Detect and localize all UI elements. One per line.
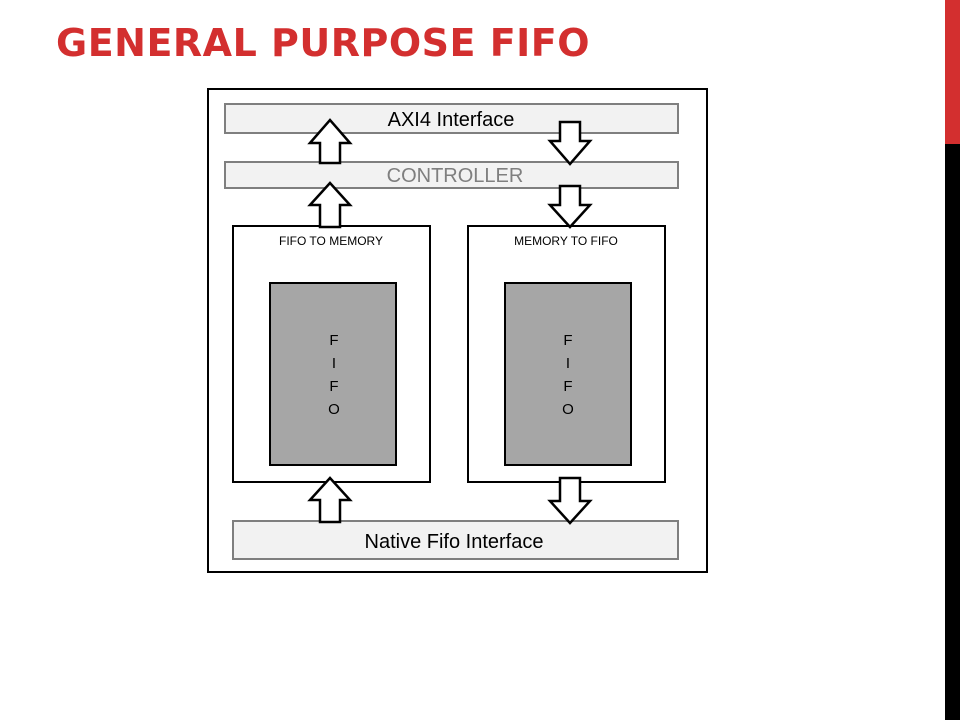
left-fifo-letter: O bbox=[328, 401, 340, 418]
right-fifo-buffer bbox=[504, 282, 632, 466]
fifo-to-memory-label: FIFO TO MEMORY bbox=[279, 234, 383, 248]
arrow-down-icon bbox=[547, 120, 593, 166]
right-fifo-letter: F bbox=[563, 378, 572, 395]
controller-bar bbox=[224, 161, 679, 189]
arrow-up-icon bbox=[307, 476, 353, 524]
controller-label: CONTROLLER bbox=[387, 165, 524, 187]
native-fifo-interface-label: Native Fifo Interface bbox=[365, 531, 544, 553]
right-fifo-letter: O bbox=[562, 401, 574, 418]
memory-to-fifo-label: MEMORY TO FIFO bbox=[514, 234, 618, 248]
left-fifo-letter: F bbox=[329, 378, 338, 395]
accent-bar bbox=[945, 0, 960, 144]
sidebar-bar bbox=[945, 144, 960, 720]
right-fifo-letter: F bbox=[563, 332, 572, 349]
arrow-down-icon bbox=[547, 476, 593, 525]
arrow-up-icon bbox=[307, 181, 353, 229]
left-fifo-letter: F bbox=[329, 332, 338, 349]
arrow-down-icon bbox=[547, 184, 593, 229]
axi4-interface-bar bbox=[224, 103, 679, 134]
axi4-interface-label: AXI4 Interface bbox=[388, 109, 515, 131]
native-fifo-interface-bar bbox=[232, 520, 679, 560]
right-fifo-letter: I bbox=[566, 355, 570, 372]
arrow-up-icon bbox=[307, 118, 353, 165]
left-fifo-letter: I bbox=[332, 355, 336, 372]
left-fifo-buffer bbox=[269, 282, 397, 466]
slide-title: GENERAL PURPOSE FIFO bbox=[56, 21, 591, 65]
